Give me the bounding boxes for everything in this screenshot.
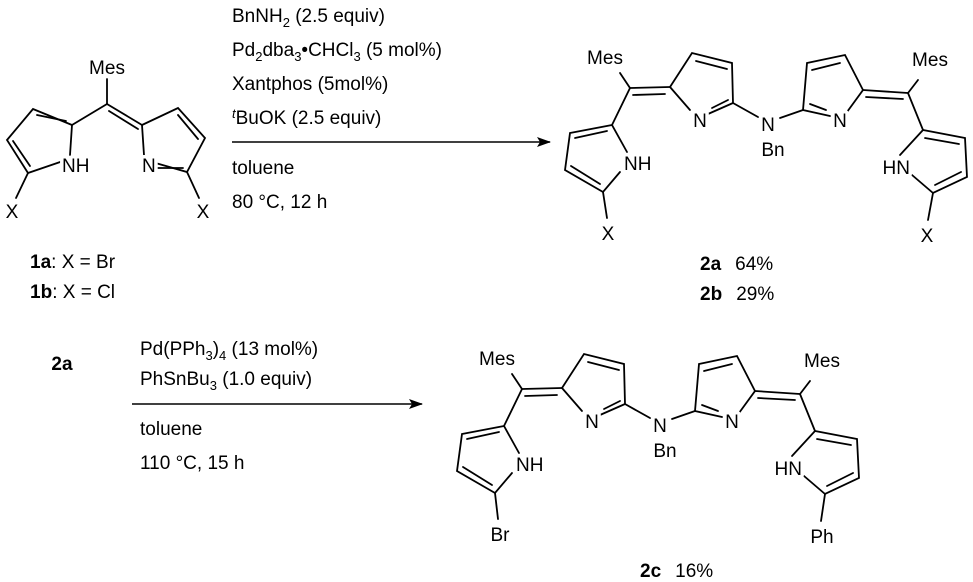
- compound-2c-structure: Mes Mes Br Ph: [457, 346, 859, 552]
- ph-label: Ph: [810, 527, 833, 548]
- reaction-2-conditions: Pd(PPh3)4 (13 mol%) PhSnBu3 (1.0 equiv) …: [132, 339, 423, 474]
- n-bn-label: N: [761, 115, 775, 136]
- mes-label-left: Mes: [479, 349, 515, 370]
- solvent-toluene: toluene: [140, 419, 202, 440]
- x-label-left: X: [6, 202, 19, 223]
- mes-label: Mes: [89, 58, 125, 79]
- compound-1-structure: Mes NH N X X: [2, 55, 213, 227]
- bonds: [564, 51, 968, 195]
- reagent-xantphos: Xantphos (5mol%): [232, 74, 388, 95]
- compound-2a-2b-structure: N N Bn N NH HN: [564, 51, 968, 195]
- bonds: [5, 78, 207, 199]
- compound-1b-label: 1b: X = Cl: [30, 282, 115, 303]
- br-label: Br: [491, 525, 511, 546]
- reagent-pd2dba3: Pd2dba3•CHCl3 (5 mol%): [232, 40, 442, 64]
- mes-label-right: Mes: [804, 351, 840, 372]
- mes-label-right: Mes: [912, 50, 948, 71]
- reagent-bnnh2: BnNH2 (2.5 equiv): [232, 6, 385, 30]
- compound-1a-label: 1a: X = Br: [30, 252, 116, 273]
- x-label-right: X: [197, 202, 210, 223]
- nh-label: NH: [624, 154, 651, 175]
- temp-time: 80 °C, 12 h: [232, 192, 327, 213]
- compound-2a-substituents: Mes Mes X X: [584, 45, 952, 251]
- reaction-1-conditions: BnNH2 (2.5 equiv) Pd2dba3•CHCl3 (5 mol%)…: [232, 6, 551, 213]
- temp-time: 110 °C, 15 h: [140, 453, 244, 474]
- x-label-right: X: [921, 226, 934, 247]
- x-label-left: X: [602, 224, 615, 245]
- n-label: N: [142, 156, 156, 177]
- reagent-pdpph3-4: Pd(PPh3)4 (13 mol%): [140, 339, 318, 363]
- hn-label: HN: [883, 158, 910, 179]
- n-label: N: [693, 111, 707, 132]
- bn-label: Bn: [761, 140, 784, 161]
- reagent-phsnbu3: PhSnBu3 (1.0 equiv): [140, 369, 312, 393]
- solvent-toluene: toluene: [232, 158, 294, 179]
- mes-label-left: Mes: [587, 48, 623, 69]
- n-label: N: [833, 111, 847, 132]
- reagent-tbuok: tBuOK (2.5 equiv): [232, 106, 381, 129]
- substrate-2a-label: 2a: [51, 354, 73, 375]
- nh-label: NH: [62, 156, 89, 177]
